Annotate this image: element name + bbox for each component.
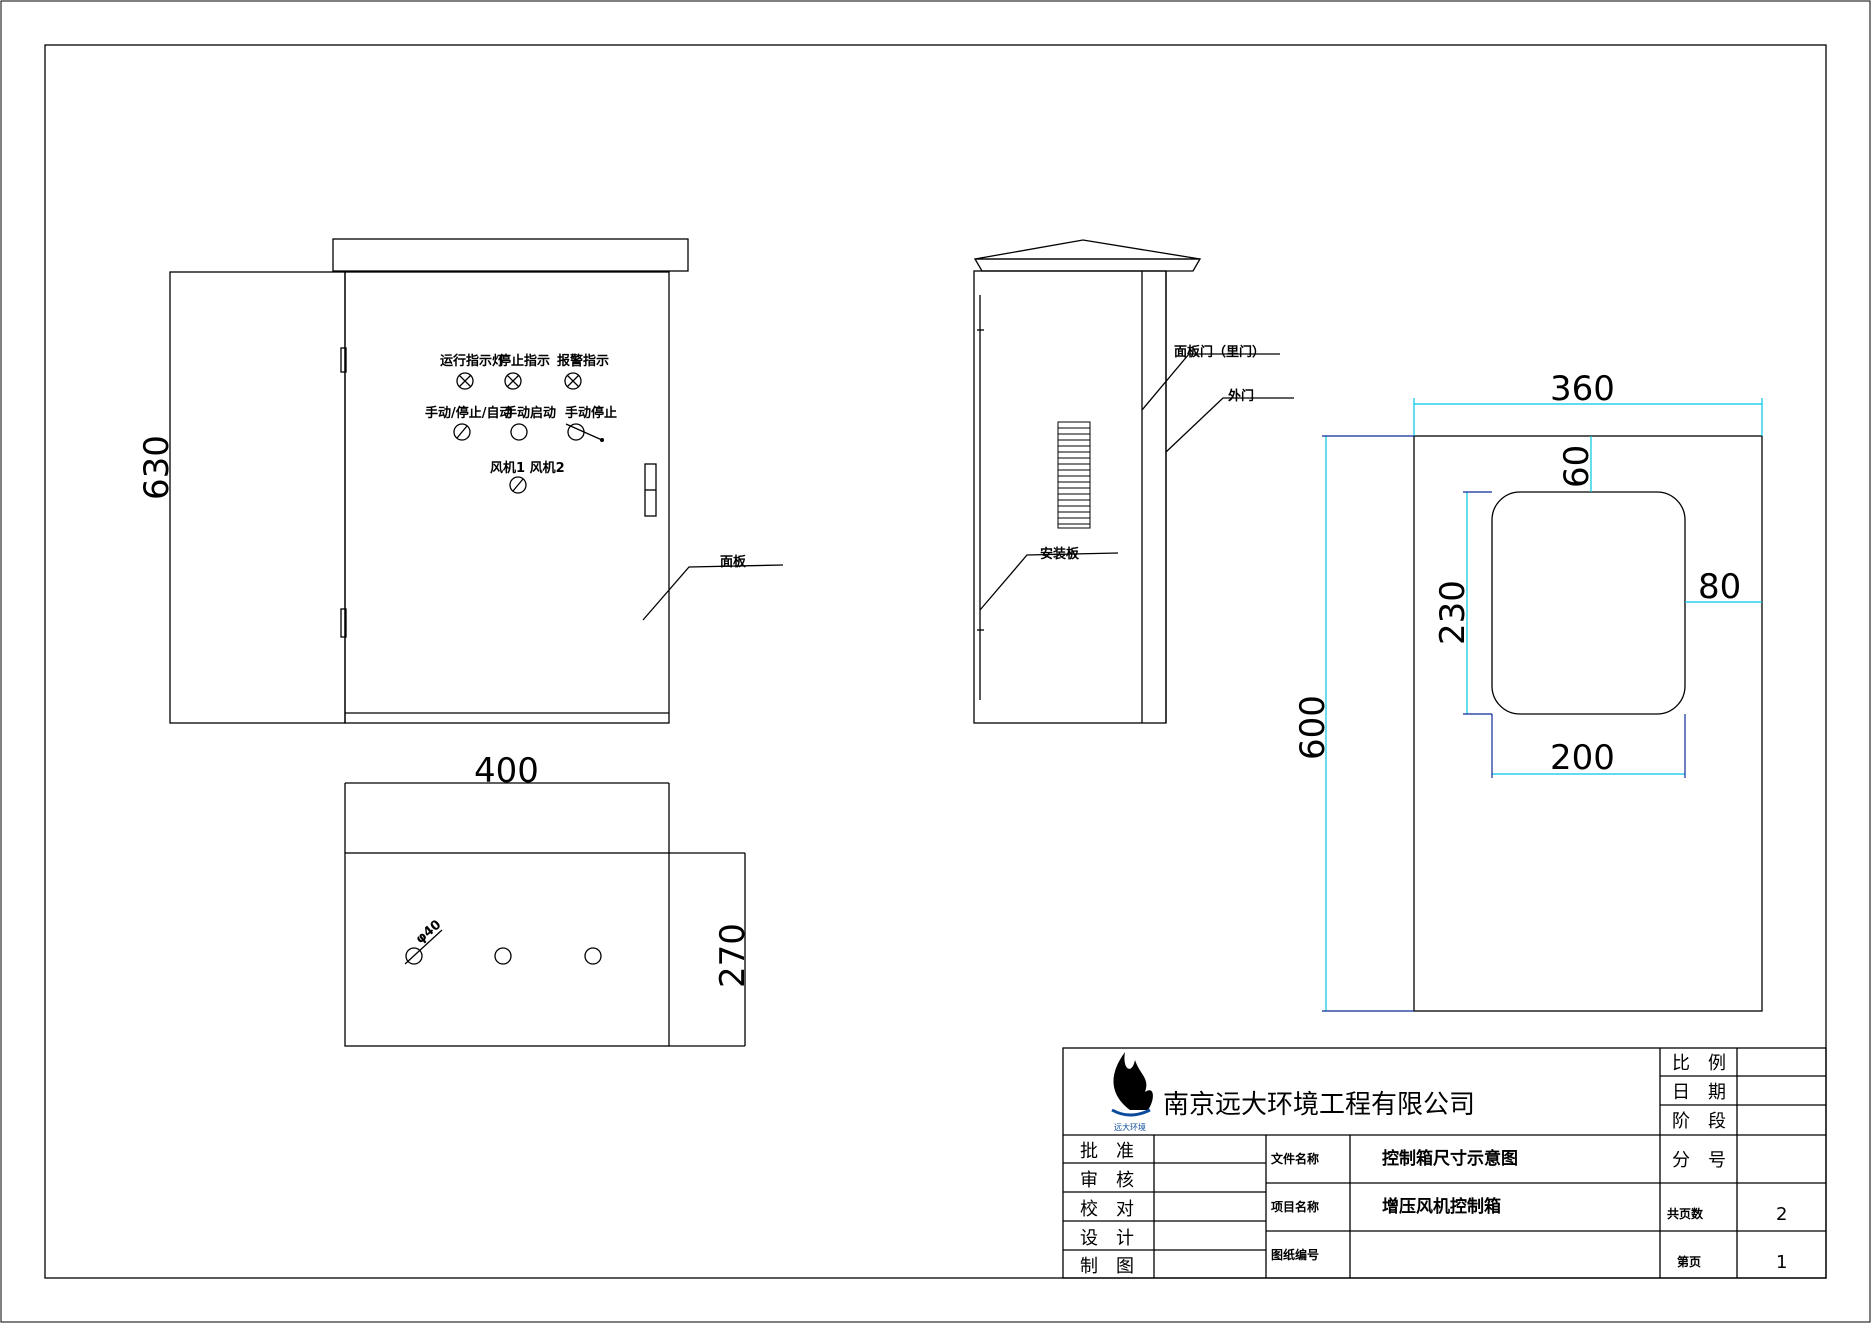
date-label: 日 期 (1672, 1082, 1726, 1103)
switch-label-mode: 手动/停止/自动 (425, 405, 513, 421)
hinge-bottom (340, 608, 347, 638)
side-body (973, 270, 1167, 724)
indicator-label-stop: 停止指示 (498, 353, 550, 369)
indicator-label-alarm: 报警指示 (557, 353, 609, 369)
front-view: 630 运行指示灯 停止指示 报警指示 手动/停止/自动 手动启动 手动停止 风… (137, 238, 784, 724)
panel-window (1491, 491, 1686, 715)
selector-switch-icon (453, 423, 471, 441)
stage-label: 阶 段 (1672, 1111, 1726, 1132)
cable-hole-icon (494, 947, 512, 965)
push-button-icon (510, 423, 528, 441)
fan-switch-icon (509, 476, 527, 494)
approval-review: 审 核 (1080, 1170, 1134, 1191)
project-name: 增压风机控制箱 (1382, 1196, 1501, 1217)
panel-dim-top: 60 (1557, 445, 1597, 488)
total-pages-label: 共页数 (1667, 1206, 1704, 1221)
company-name: 南京远大环境工程有限公司 (1163, 1090, 1475, 1120)
title-block: 远大环境 南京远大环境工程有限公司 批 准 审 核 校 对 设 计 制 图 文件… (1062, 1047, 1827, 1279)
label-mount-plate: 安装板 (1040, 546, 1080, 562)
side-view: 面板门（里门） 外门 安装板 (973, 239, 1294, 724)
project-label: 项目名称 (1271, 1199, 1319, 1214)
approval-draw: 制 图 (1080, 1256, 1134, 1277)
front-open-door (169, 271, 346, 724)
panel-dim-window-height: 230 (1433, 580, 1473, 645)
cable-hole-icon (404, 929, 443, 965)
total-pages: 2 (1776, 1204, 1787, 1225)
bottom-plate (344, 852, 670, 1047)
panel-dim-side: 80 (1698, 567, 1741, 607)
front-roof (332, 238, 689, 272)
hinge-top (340, 347, 347, 373)
drawing-no-label: 图纸编号 (1271, 1247, 1319, 1262)
panel-dim-width: 360 (1550, 369, 1615, 409)
front-dim-height: 630 (137, 435, 177, 500)
page-number: 1 (1776, 1252, 1787, 1273)
file-name-label: 文件名称 (1271, 1151, 1319, 1166)
lamp-icon (564, 372, 582, 390)
cable-hole-icon (584, 947, 602, 965)
lamp-icon (504, 372, 522, 390)
vent-louver (1057, 421, 1091, 529)
indicator-label-run: 运行指示灯 (440, 353, 505, 369)
front-cabinet (344, 271, 670, 724)
drawing-border (44, 44, 1827, 1279)
bottom-view: 400 270 φ40 (344, 751, 753, 1047)
label-outer-door: 外门 (1227, 388, 1254, 404)
bottom-dim-width: 400 (474, 751, 539, 791)
file-name: 控制箱尺寸示意图 (1382, 1148, 1518, 1169)
lamp-icon (456, 372, 474, 390)
switch-label-stop: 手动停止 (565, 405, 617, 421)
logo-text: 远大环境 (1114, 1122, 1146, 1132)
panel-dim-window-width: 200 (1550, 738, 1615, 778)
approval-design: 设 计 (1080, 1228, 1134, 1249)
page-label: 第页 (1677, 1254, 1701, 1269)
label-panel-door: 面板门（里门） (1174, 344, 1265, 360)
switch-label-start: 手动启动 (504, 405, 556, 421)
fan-labels: 风机1 风机2 (490, 460, 565, 476)
sub-no-label: 分 号 (1672, 1150, 1726, 1171)
bottom-dim-depth: 270 (713, 923, 753, 988)
approval-approve: 批 准 (1080, 1141, 1134, 1162)
approval-check: 校 对 (1080, 1199, 1134, 1220)
scale-label: 比 例 (1672, 1053, 1726, 1074)
panel-dim-height: 600 (1293, 695, 1333, 760)
stop-button-icon (565, 423, 604, 442)
label-panel: 面板 (720, 554, 747, 570)
panel-view: 360 600 60 80 230 200 (1293, 369, 1763, 1012)
panel-outline (1413, 435, 1763, 1012)
company-logo: 远大环境 (1111, 1052, 1153, 1132)
